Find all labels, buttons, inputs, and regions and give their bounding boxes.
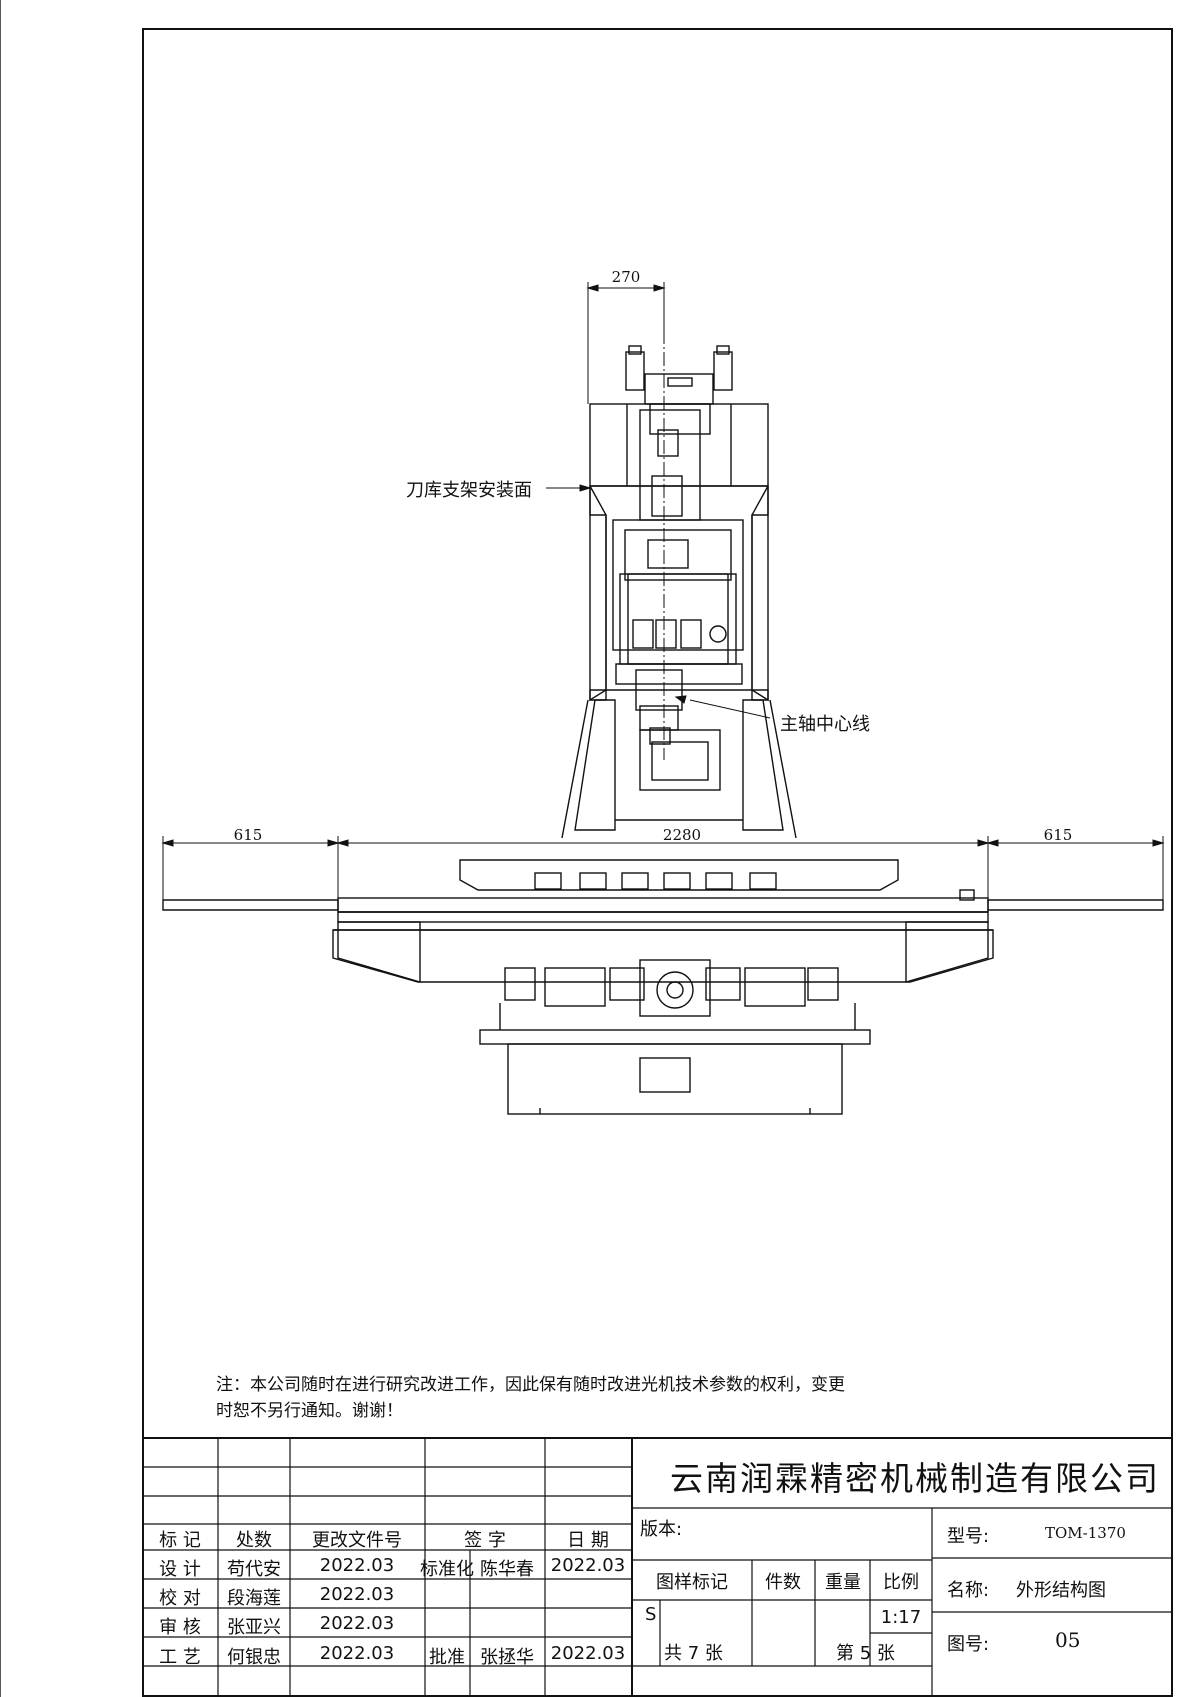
drawing-mark-value: S <box>645 1604 657 1625</box>
model-label: 型号: <box>947 1526 990 1547</box>
dim-right-extension: 615 <box>1043 826 1073 844</box>
date-review: 2022.03 <box>319 1613 395 1634</box>
approve-label: 批准 <box>429 1647 465 1668</box>
sheet-border <box>142 28 1173 1697</box>
scale-value: 1:17 <box>880 1607 922 1628</box>
name-review: 张亚兴 <box>227 1617 281 1638</box>
name-process: 何银忠 <box>227 1647 281 1668</box>
header-mark: 标 记 <box>159 1530 201 1551</box>
model-value: TOM-1370 <box>1045 1524 1126 1542</box>
role-review: 审 核 <box>159 1617 201 1638</box>
header-signature: 签 字 <box>464 1530 506 1551</box>
date-design: 2022.03 <box>319 1555 395 1576</box>
name-label: 名称: <box>947 1580 990 1601</box>
role-design: 设 计 <box>159 1559 201 1580</box>
date-process: 2022.03 <box>319 1643 395 1664</box>
name-design: 苟代安 <box>227 1559 281 1580</box>
quantity-label: 件数 <box>765 1572 801 1593</box>
name-value: 外形结构图 <box>1016 1580 1106 1601</box>
sheet-number: 第 5 张 <box>836 1643 895 1664</box>
drawing-mark-label: 图样标记 <box>656 1572 728 1593</box>
approve-date: 2022.03 <box>550 1643 626 1664</box>
role-check: 校 对 <box>159 1588 201 1609</box>
drawing-no-value: 05 <box>1055 1628 1081 1652</box>
header-date: 日 期 <box>567 1530 609 1551</box>
role-process: 工 艺 <box>159 1647 201 1668</box>
standardize-date: 2022.03 <box>550 1555 626 1576</box>
note-line-1: 注：本公司随时在进行研究改进工作，因此保有随时改进光机技术参数的权利，变更 <box>216 1375 845 1395</box>
name-check: 段海莲 <box>227 1588 281 1609</box>
dim-top-width: 270 <box>611 268 641 286</box>
company-name: 云南润霖精密机械制造有限公司 <box>670 1459 1160 1498</box>
version-label: 版本: <box>640 1519 683 1540</box>
drawing-no-label: 图号: <box>947 1634 990 1655</box>
standardize-label: 标准化 <box>420 1559 474 1580</box>
callout-tool-magazine-mount: 刀库支架安装面 <box>406 480 532 501</box>
date-check: 2022.03 <box>319 1584 395 1605</box>
header-change-doc: 更改文件号 <box>312 1530 402 1551</box>
callout-spindle-centerline: 主轴中心线 <box>780 714 870 735</box>
header-location: 处数 <box>236 1530 272 1551</box>
weight-label: 重量 <box>825 1572 861 1593</box>
approve-name: 张拯华 <box>480 1647 534 1668</box>
note: 注：本公司随时在进行研究改进工作，因此保有随时改进光机技术参数的权利，变更 时恕… <box>216 1372 845 1424</box>
note-line-2: 时恕不另行通知。谢谢！ <box>216 1401 403 1421</box>
dim-table-length: 2280 <box>662 826 702 844</box>
standardize-name: 陈华春 <box>480 1559 534 1580</box>
total-sheets: 共 7 张 <box>664 1643 723 1664</box>
dim-left-extension: 615 <box>233 826 263 844</box>
scale-label: 比例 <box>883 1572 919 1593</box>
